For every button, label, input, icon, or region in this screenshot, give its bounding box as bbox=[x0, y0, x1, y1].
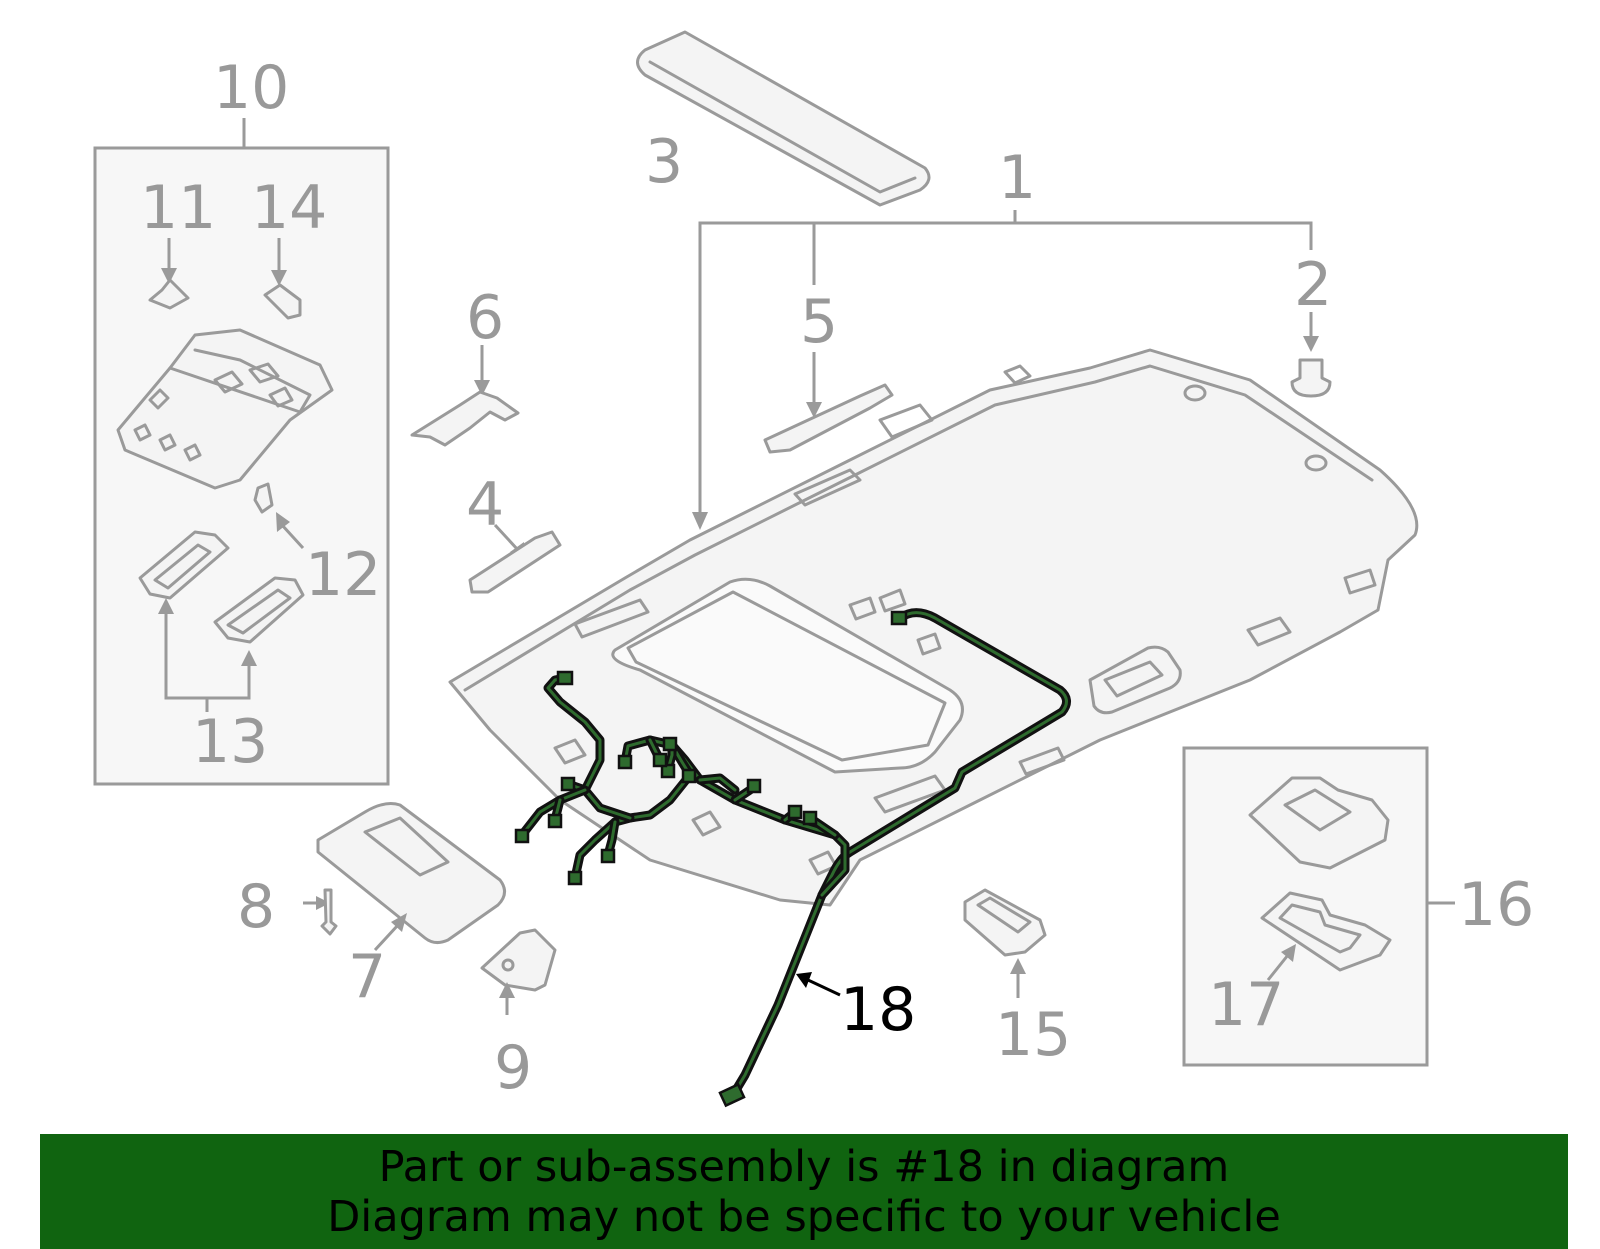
callout-11: 11 bbox=[140, 173, 216, 243]
callout-2: 2 bbox=[1294, 250, 1332, 320]
part-3-trim-panel bbox=[636, 30, 931, 207]
banner-line-1: Part or sub-assembly is #18 in diagram bbox=[378, 1142, 1230, 1192]
harness-branch-core bbox=[546, 676, 602, 792]
part-17-lens bbox=[1260, 891, 1392, 981]
callout-6: 6 bbox=[466, 283, 504, 353]
part-18-wiring-harness bbox=[514, 608, 1071, 1108]
harness-branch-core bbox=[698, 776, 737, 792]
part-11-clip bbox=[148, 238, 190, 310]
part-10-overhead-console bbox=[116, 328, 334, 490]
part-8-screw bbox=[303, 888, 338, 936]
callout-4: 4 bbox=[466, 470, 504, 540]
part-13-lamp-lens bbox=[138, 530, 305, 712]
banner-line-2: Diagram may not be specific to your vehi… bbox=[327, 1192, 1281, 1242]
leader-1 bbox=[692, 210, 1313, 530]
part-2-clip bbox=[1290, 312, 1332, 398]
callout-12: 12 bbox=[305, 540, 381, 610]
part-16-lamp bbox=[1248, 776, 1390, 870]
harness-branch-core bbox=[820, 833, 847, 897]
callout-7: 7 bbox=[348, 942, 386, 1012]
callout-5: 5 bbox=[800, 287, 838, 357]
part-12-clip bbox=[253, 482, 305, 550]
callout-16: 16 bbox=[1458, 870, 1534, 940]
callout-13: 13 bbox=[192, 707, 268, 777]
info-banner: Part or sub-assembly is #18 in diagram D… bbox=[40, 1134, 1568, 1249]
callout-17: 17 bbox=[1208, 970, 1284, 1040]
harness-branch-core bbox=[728, 611, 1068, 1102]
harness-branch-core bbox=[573, 820, 617, 880]
callout-14: 14 bbox=[251, 173, 327, 243]
harness-branch-core bbox=[566, 782, 632, 820]
harness-branch-core bbox=[520, 788, 587, 837]
part-15-lamp bbox=[963, 888, 1047, 998]
callout-1: 1 bbox=[998, 143, 1036, 213]
part-4-grab-handle bbox=[468, 523, 562, 594]
part-6-bracket bbox=[410, 345, 520, 447]
part-9-bracket bbox=[480, 928, 557, 1015]
callout-9: 9 bbox=[494, 1033, 532, 1103]
callout-10: 10 bbox=[213, 53, 289, 123]
callout-3: 3 bbox=[645, 127, 683, 197]
callout-8: 8 bbox=[237, 872, 275, 942]
callout-15: 15 bbox=[995, 1000, 1071, 1070]
callout-18: 18 bbox=[840, 975, 916, 1045]
part-14-clip bbox=[263, 238, 302, 320]
part-7-sun-visor bbox=[316, 802, 506, 952]
harness-branch-core bbox=[623, 738, 674, 764]
part-5-bracket bbox=[763, 352, 894, 454]
